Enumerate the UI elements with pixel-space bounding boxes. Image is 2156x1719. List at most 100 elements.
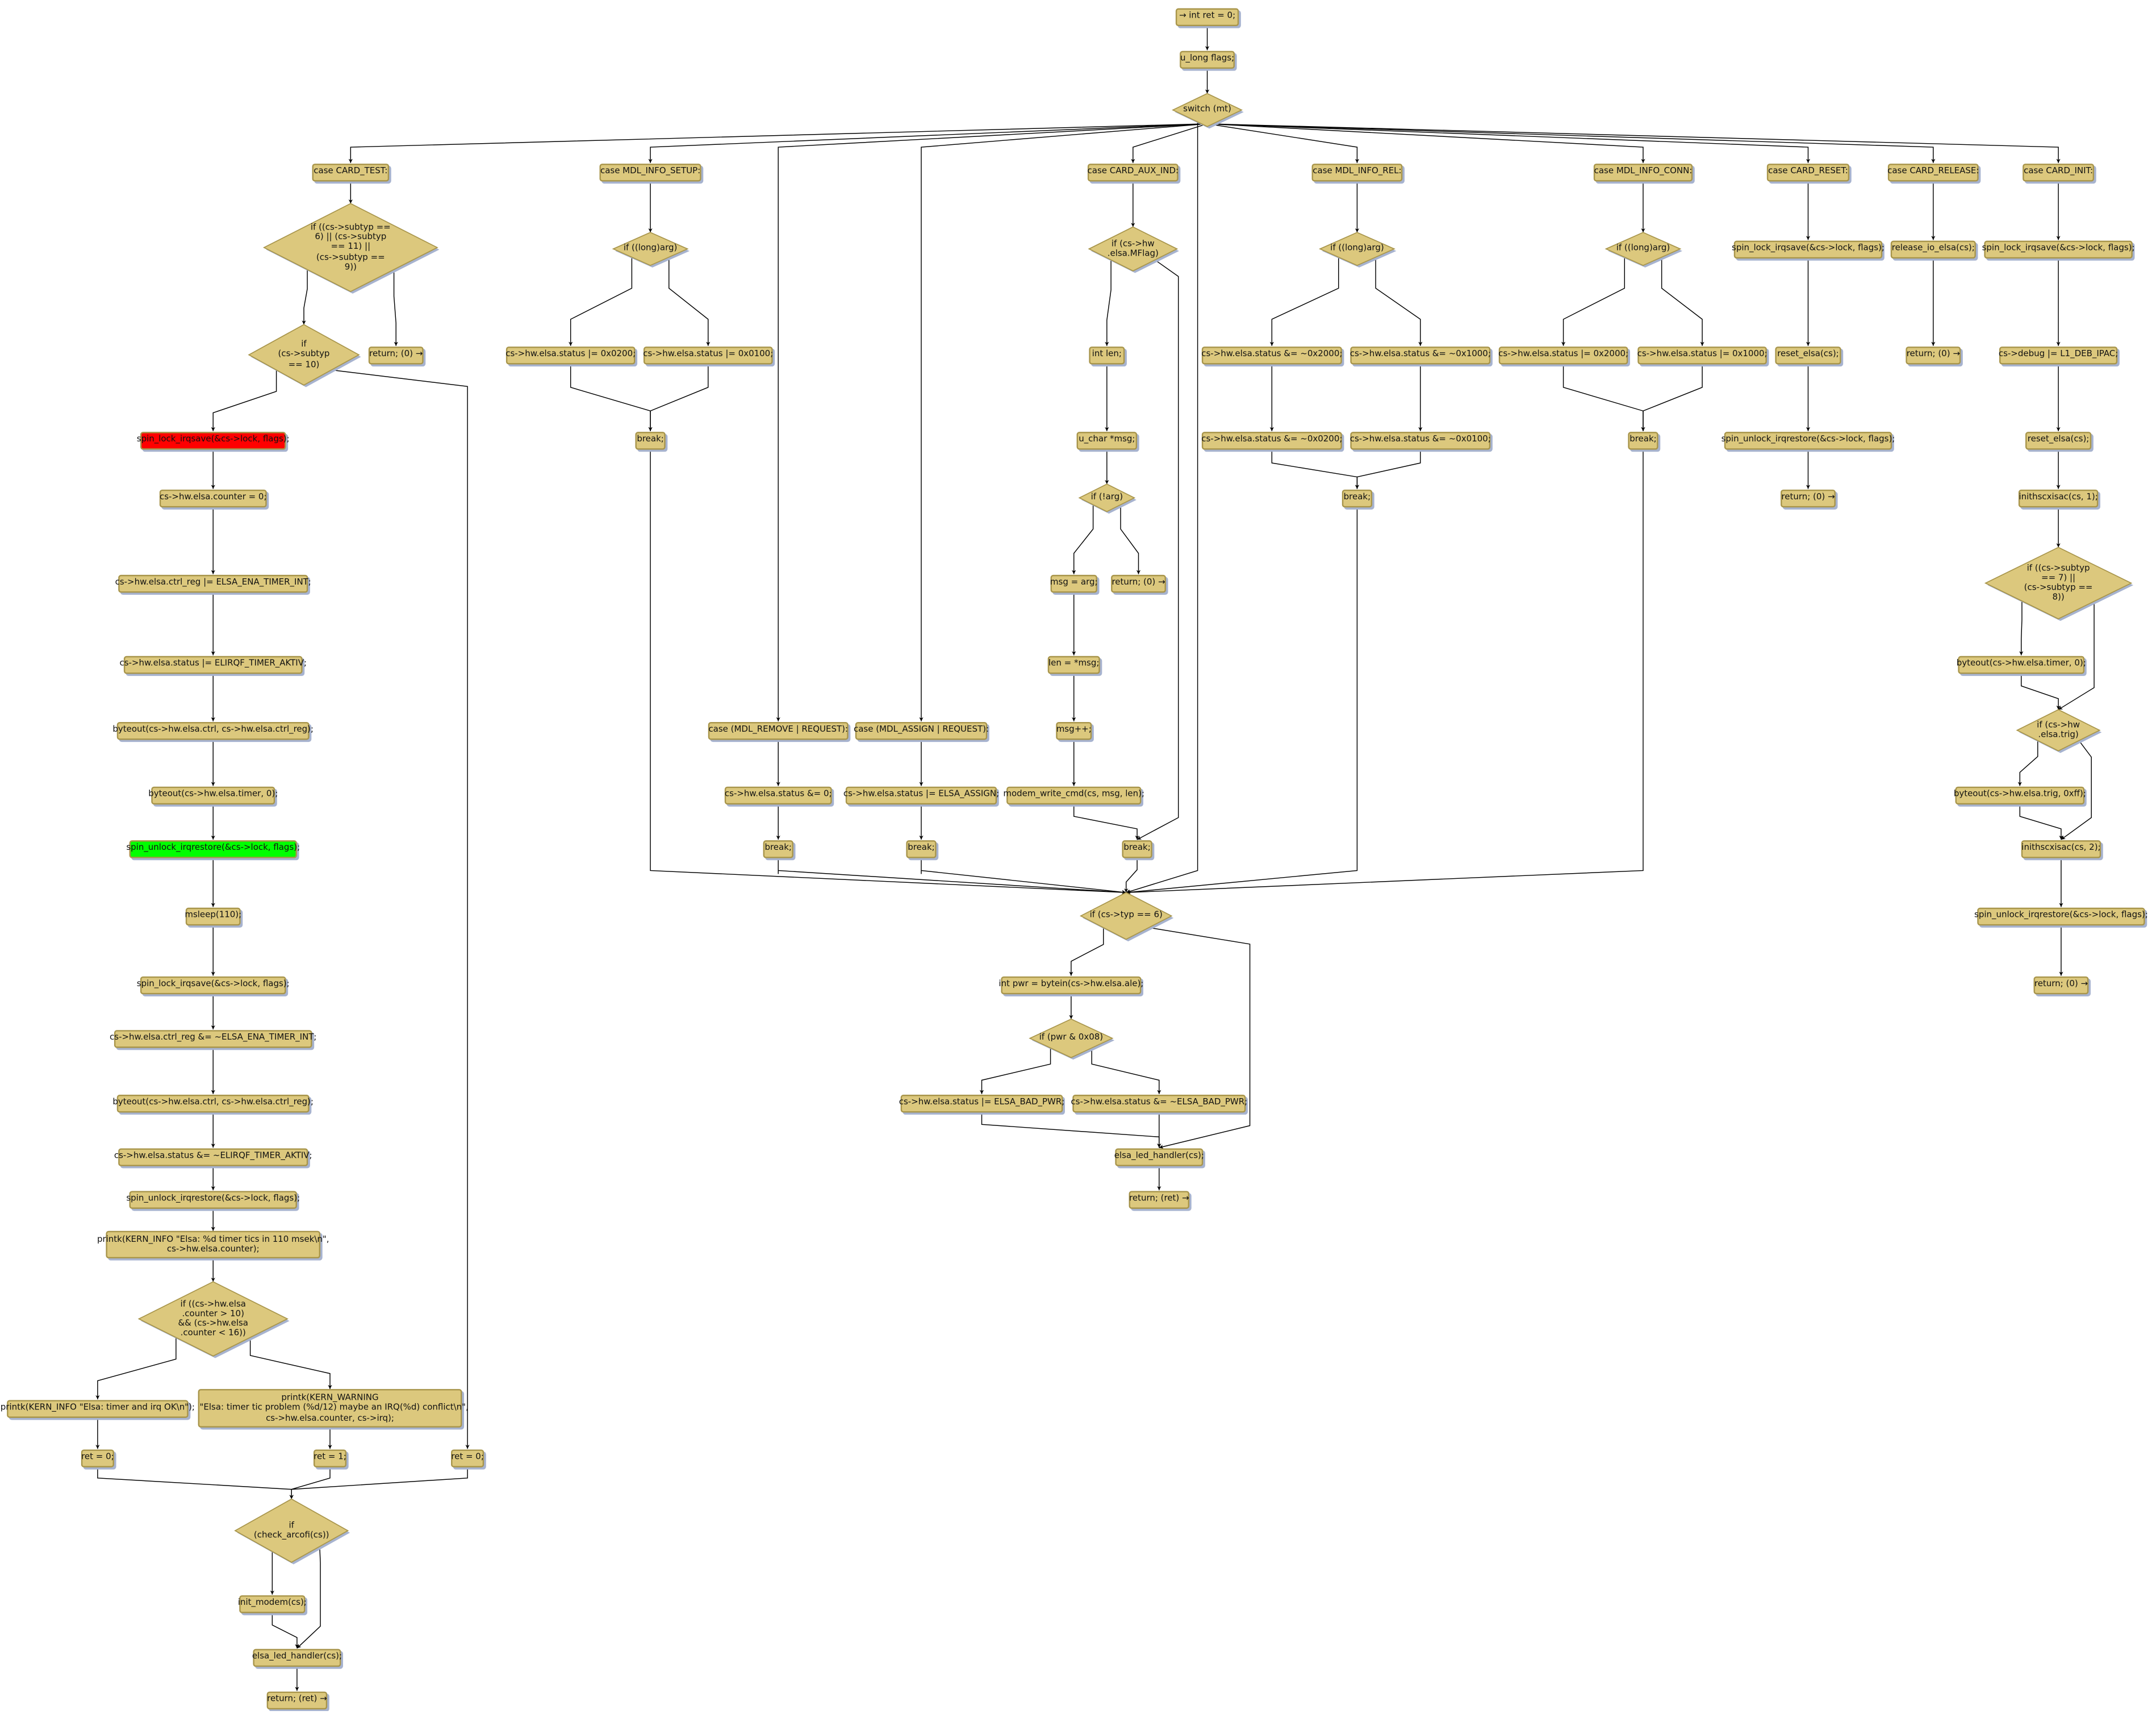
- statement-node-s2a[interactable]: cs->hw.elsa.status |= 0x0200;: [505, 345, 636, 364]
- decision-node-m1[interactable]: if (cs->typ == 6): [1079, 892, 1174, 942]
- statement-node-t12[interactable]: spin_unlock_irqrestore(&cs->lock, flags)…: [126, 1190, 300, 1208]
- statement-node-p2[interactable]: printk(KERN_WARNING "Elsa: timer tic pro…: [198, 1389, 469, 1428]
- statement-node-cbrk[interactable]: break;: [1628, 431, 1658, 449]
- edge-arrow-s2b-sbrk: [648, 364, 709, 431]
- statement-node-i8[interactable]: spin_unlock_irqrestore(&cs->lock, flags)…: [1974, 907, 2148, 925]
- statement-node-rc[interactable]: ret = 0;: [451, 1449, 484, 1467]
- statement-node-t9[interactable]: cs->hw.elsa.ctrl_reg &= ~ELSA_ENA_TIMER_…: [110, 1029, 316, 1048]
- statement-node-i5[interactable]: byteout(cs->hw.elsa.timer, 0);: [1957, 655, 2086, 674]
- statement-node-a5[interactable]: msg = arg;: [1050, 574, 1098, 593]
- edge-arrow-n3-c3: [1131, 123, 1207, 163]
- decision-node-d1[interactable]: if ((cs->subtyp == 6) || (cs->subtyp == …: [262, 203, 440, 294]
- statement-node-i9[interactable]: return; (0) →: [2033, 975, 2089, 994]
- decision-node-id1[interactable]: if ((cs->subtyp == 7) || (cs->subtyp == …: [1984, 546, 2134, 621]
- statement-node-im[interactable]: init_modem(cs);: [238, 1595, 307, 1613]
- statement-node-c8[interactable]: case CARD_INIT:: [2023, 162, 2095, 181]
- statement-node-i4[interactable]: inithscxisac(cs, 1);: [2018, 489, 2099, 507]
- statement-node-br[interactable]: return; (ret) →: [1129, 1190, 1190, 1208]
- statement-node-rbrk[interactable]: break;: [1342, 489, 1373, 507]
- statement-node-t7[interactable]: msleep(110);: [185, 907, 241, 925]
- decision-node-a1[interactable]: if (cs->hw .elsa.MFlag): [1088, 226, 1179, 273]
- statement-node-p1[interactable]: printk(KERN_INFO "Elsa: timer and irq OK…: [1, 1399, 195, 1417]
- statement-node-c4[interactable]: case MDL_INFO_REL:: [1311, 162, 1403, 181]
- statement-node-a7[interactable]: len = *msg;: [1047, 655, 1100, 674]
- edge-arrow-mrbrk-m1: [778, 857, 1126, 895]
- edge-arrow-m1-bl: [1148, 927, 1251, 1149]
- statement-node-rb[interactable]: ret = 1;: [313, 1449, 347, 1467]
- statement-node-s2b[interactable]: cs->hw.elsa.status |= 0x0100;: [643, 345, 773, 364]
- decision-node-d4[interactable]: if (check_arcofi(cs)): [234, 1498, 350, 1564]
- statement-node-i7[interactable]: inithscxisac(cs, 2);: [2021, 839, 2101, 858]
- statement-node-r2b[interactable]: cs->hw.elsa.status &= ~0x0100;: [1350, 431, 1491, 449]
- diamond-shape: [1172, 93, 1244, 129]
- decision-node-bd[interactable]: if (pwr & 0x08): [1029, 1018, 1115, 1060]
- statement-node-t3[interactable]: cs->hw.elsa.status |= ELIRQF_TIMER_AKTIV…: [119, 655, 307, 674]
- statement-node-t11[interactable]: cs->hw.elsa.status &= ~ELIRQF_TIMER_AKTI…: [114, 1148, 312, 1166]
- edge-arrow-a9-abrk: [1073, 804, 1139, 840]
- statement-node-l1[interactable]: elsa_led_handler(cs);: [252, 1648, 342, 1666]
- statement-node-i6[interactable]: byteout(cs->hw.elsa.trig, 0xff);: [1954, 786, 2086, 804]
- statement-node-r2a[interactable]: cs->hw.elsa.status &= ~0x0200;: [1201, 431, 1342, 449]
- statement-node-mrbrk[interactable]: break;: [763, 839, 793, 858]
- statement-node-c3[interactable]: case CARD_AUX_IND:: [1088, 162, 1179, 181]
- statement-node-t8[interactable]: spin_lock_irqsave(&cs->lock, flags);: [137, 975, 290, 994]
- statement-node-t2[interactable]: cs->hw.elsa.ctrl_reg |= ELSA_ENA_TIMER_I…: [115, 574, 311, 593]
- statement-node-rs1[interactable]: spin_lock_irqsave(&cs->lock, flags);: [1732, 240, 1885, 258]
- statement-node-c5[interactable]: case MDL_INFO_CONN:: [1593, 162, 1693, 181]
- statement-node-a3[interactable]: u_char *msg;: [1076, 431, 1138, 449]
- decision-node-rd[interactable]: if ((long)arg): [1318, 232, 1397, 268]
- statement-node-i2[interactable]: cs->debug |= L1_DEB_IPAC;: [1999, 345, 2118, 364]
- decision-node-s1[interactable]: if ((long)arg): [612, 232, 690, 268]
- statement-node-a9[interactable]: modem_write_cmd(cs, msg, len);: [1003, 786, 1144, 804]
- statement-node-t5[interactable]: byteout(cs->hw.elsa.timer, 0);: [148, 786, 278, 804]
- statement-node-t4[interactable]: byteout(cs->hw.elsa.ctrl, cs->hw.elsa.ct…: [112, 721, 314, 740]
- statement-node-rs3[interactable]: spin_unlock_irqrestore(&cs->lock, flags)…: [1722, 431, 1895, 449]
- decision-node-n3[interactable]: switch (mt): [1172, 93, 1244, 129]
- statement-node-i1[interactable]: spin_lock_irqsave(&cs->lock, flags);: [1982, 240, 2135, 258]
- statement-node-sbrk[interactable]: break;: [635, 431, 666, 449]
- statement-node-cmr[interactable]: case (MDL_REMOVE | REQUEST):: [708, 721, 849, 740]
- statement-node-bl[interactable]: elsa_led_handler(cs);: [1114, 1148, 1204, 1166]
- statement-node-r1b[interactable]: cs->hw.elsa.status &= ~0x1000;: [1350, 345, 1491, 364]
- statement-node-n2[interactable]: u_long flags;: [1180, 50, 1235, 68]
- statement-node-r1[interactable]: return; (0) →: [368, 345, 424, 364]
- statement-node-c6[interactable]: case CARD_RESET:: [1766, 162, 1850, 181]
- statement-node-cn2[interactable]: cs->hw.elsa.status |= 0x1000;: [1637, 345, 1768, 364]
- statement-node-rs4[interactable]: return; (0) →: [1781, 489, 1836, 507]
- decision-node-id2[interactable]: if (cs->hw .elsa.trig): [2016, 709, 2102, 753]
- decision-node-d2[interactable]: if (cs->subtyp == 10): [248, 324, 361, 387]
- statement-node-mr1[interactable]: cs->hw.elsa.status &= 0;: [724, 786, 832, 804]
- statement-node-rs2[interactable]: reset_elsa(cs);: [1775, 345, 1841, 364]
- statement-node-e1[interactable]: return; (ret) →: [266, 1691, 328, 1709]
- statement-node-cn1[interactable]: cs->hw.elsa.status |= 0x2000;: [1498, 345, 1628, 364]
- statement-node-mabrk[interactable]: break;: [906, 839, 937, 858]
- statement-node-b2[interactable]: cs->hw.elsa.status |= ELSA_BAD_PWR;: [899, 1094, 1064, 1112]
- statement-node-cma[interactable]: case (MDL_ASSIGN | REQUEST):: [854, 721, 989, 740]
- statement-node-rl1[interactable]: release_io_elsa(cs);: [1890, 240, 1976, 258]
- statement-node-b3[interactable]: cs->hw.elsa.status &= ~ELSA_BAD_PWR;: [1071, 1094, 1247, 1112]
- statement-node-c1[interactable]: case CARD_TEST:: [312, 162, 390, 181]
- statement-node-r1a[interactable]: cs->hw.elsa.status &= ~0x2000;: [1201, 345, 1342, 364]
- statement-node-t10[interactable]: byteout(cs->hw.elsa.ctrl, cs->hw.elsa.ct…: [112, 1094, 314, 1112]
- statement-node-t13[interactable]: printk(KERN_INFO "Elsa: %d timer tics in…: [97, 1230, 329, 1259]
- statement-node-ma1[interactable]: cs->hw.elsa.status |= ELSA_ASSIGN;: [843, 786, 999, 804]
- decision-node-d3[interactable]: if ((cs->hw.elsa .counter > 10) && (cs->…: [137, 1281, 290, 1358]
- statement-node-t0[interactable]: spin_lock_irqsave(&cs->lock, flags);: [137, 431, 290, 449]
- statement-node-t1[interactable]: cs->hw.elsa.counter = 0;: [159, 489, 267, 507]
- statement-node-b1[interactable]: int pwr = bytein(cs->hw.elsa.ale);: [998, 975, 1143, 994]
- statement-node-n1[interactable]: → int ret = 0;: [1175, 7, 1239, 26]
- decision-node-cd[interactable]: if ((long)arg): [1605, 232, 1682, 268]
- decision-node-a4[interactable]: if (!arg): [1078, 483, 1137, 514]
- edge-arrow-rc-d4: [289, 1466, 468, 1499]
- statement-node-i3[interactable]: reset_elsa(cs);: [2025, 431, 2092, 449]
- statement-node-a8[interactable]: msg++;: [1056, 721, 1092, 740]
- statement-node-rl2[interactable]: return; (0) →: [1906, 345, 1961, 364]
- statement-node-t6[interactable]: spin_unlock_irqrestore(&cs->lock, flags)…: [126, 839, 300, 858]
- statement-node-c2[interactable]: case MDL_INFO_SETUP:: [599, 162, 701, 181]
- statement-node-a2[interactable]: int len;: [1089, 345, 1125, 364]
- statement-node-a6[interactable]: return; (0) →: [1111, 574, 1166, 593]
- statement-node-ra[interactable]: ret = 0;: [81, 1449, 114, 1467]
- edge-arrow-sbrk-m1: [650, 449, 1126, 895]
- statement-node-c7[interactable]: case CARD_RELEASE:: [1887, 162, 1979, 181]
- statement-node-abrk[interactable]: break;: [1122, 839, 1152, 858]
